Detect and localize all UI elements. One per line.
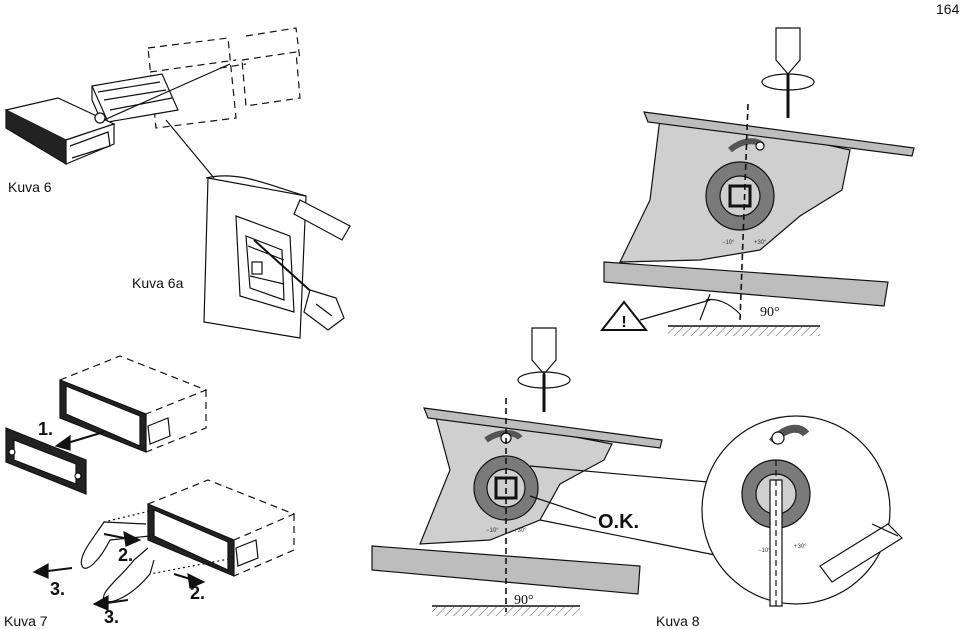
dial-mark-minus-zoom: −10° [758, 548, 771, 554]
kuva6-drawing [4, 27, 301, 179]
dial-mark-plus-zoom: +30° [794, 544, 807, 550]
dial-mark-plus-top: +30° [754, 240, 767, 246]
figure-label-kuva6: Kuva 6 [8, 179, 52, 195]
figure-label-kuva7: Kuva 7 [4, 613, 48, 629]
dial-mark-minus-top: −10° [722, 240, 735, 246]
warning-triangle-icon: ! [599, 300, 649, 331]
figure-label-kuva6a: Kuva 6a [132, 275, 184, 291]
svg-text:!: ! [621, 314, 626, 331]
step-2-label-right: 2. [190, 583, 206, 603]
step-2-label-left: 2. [118, 545, 134, 565]
step-3-label-right: 3. [104, 607, 120, 627]
top-mount-drawing [603, 27, 915, 336]
step-1-label: 1. [38, 419, 54, 439]
kuva8-drawing [371, 327, 903, 616]
page-number: 164 [936, 1, 960, 17]
dial-mark-plus-bottom: +30° [514, 528, 527, 534]
figure-label-kuva8: Kuva 8 [656, 613, 700, 629]
angle-label-top: 90° [760, 305, 780, 320]
kuva6a-drawing [203, 175, 351, 339]
dial-mark-minus-bottom: −10° [486, 528, 499, 534]
angle-label-bottom: 90° [514, 593, 534, 608]
ok-label: O.K. [598, 511, 640, 533]
kuva7-drawing [5, 355, 296, 611]
step-3-label-left: 3. [50, 579, 66, 599]
